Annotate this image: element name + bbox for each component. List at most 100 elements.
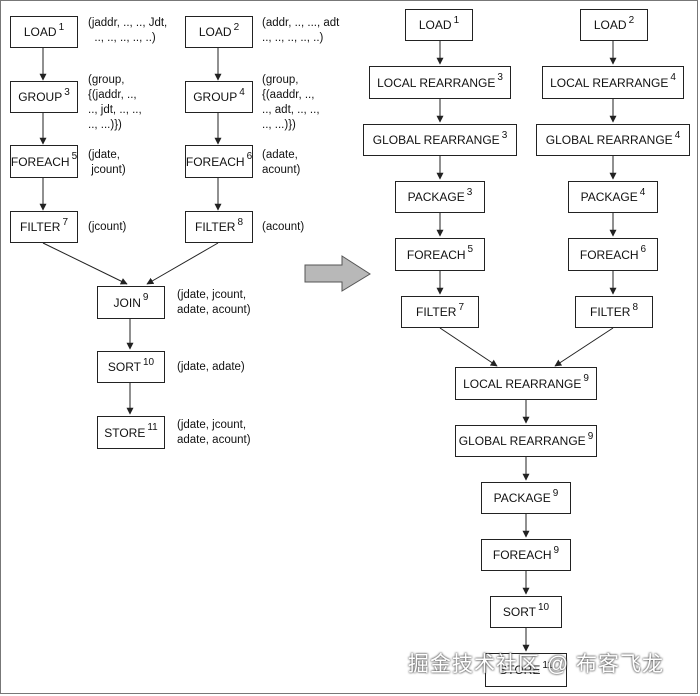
node-number: 10 xyxy=(143,356,155,368)
node-label: LOCAL REARRANGE xyxy=(463,376,582,391)
node-label: FILTER xyxy=(415,305,457,319)
node-label: LOAD xyxy=(418,18,452,32)
node-label: PACKAGE xyxy=(580,190,638,204)
node-number: 11 xyxy=(147,422,158,433)
node-number: 5 xyxy=(467,244,474,255)
node-number: 5 xyxy=(71,151,78,162)
node-label: GROUP xyxy=(193,90,238,104)
node-label: SORT xyxy=(107,360,141,374)
node-number: 9 xyxy=(587,430,594,442)
node-number: 7 xyxy=(458,301,464,313)
annotation-sort-10: (jdate, adate) xyxy=(177,361,245,373)
watermark: 掘金技术社区 @ 布客飞龙 xyxy=(408,653,664,676)
node-number: 8 xyxy=(237,216,243,228)
annotation-load-1: (jaddr, .., .., Jdt, .., .., .., .., ..) xyxy=(88,17,168,44)
node-number: 1 xyxy=(453,14,460,26)
node-label: LOAD xyxy=(23,25,57,39)
node-label: PACKAGE xyxy=(407,190,465,204)
node-label: FOREACH xyxy=(406,247,466,262)
node-number: 1 xyxy=(58,21,65,33)
node-number: 9 xyxy=(553,544,560,556)
annotation-load-2: (addr, .., ..., adt .., .., .., .., ..) xyxy=(262,17,340,44)
node-label: FOREACH xyxy=(185,154,245,169)
node-label: PACKAGE xyxy=(493,491,551,505)
node-number: 4 xyxy=(239,86,245,98)
node-number: 3 xyxy=(466,186,473,198)
node-label: GROUP xyxy=(18,90,63,104)
node-label: LOCAL REARRANGE xyxy=(377,75,496,90)
annotation-foreach-6: (adate, acount) xyxy=(262,149,301,176)
node-number: 9 xyxy=(552,487,559,499)
node-number: 3 xyxy=(501,129,508,141)
node-label: LOAD xyxy=(593,18,627,32)
node-number: 4 xyxy=(674,129,681,141)
node-number: 6 xyxy=(246,151,253,162)
node-label: FOREACH xyxy=(492,548,552,562)
node-label: GLOBAL REARRANGE xyxy=(458,434,586,448)
node-number: 3 xyxy=(497,72,503,83)
node-label: STORE xyxy=(104,425,146,440)
annotation-group-4: (group, {(aaddr, .., .., adt, .., .., ..… xyxy=(262,74,320,131)
node-number: 9 xyxy=(142,292,149,303)
node-number: 11 xyxy=(542,659,553,671)
annotation-group-3: (group, {(jaddr, .., .., jdt, .., .., ..… xyxy=(88,74,142,131)
node-number: 10 xyxy=(538,601,550,613)
node-number: 3 xyxy=(64,86,70,98)
node-number: 2 xyxy=(233,21,240,33)
node-number: 4 xyxy=(670,72,676,83)
node-label: FOREACH xyxy=(579,247,639,262)
node-number: 6 xyxy=(640,244,647,255)
annotation-join-9: (jdate, jcount, adate, acount) xyxy=(177,289,251,316)
node-label: LOCAL REARRANGE xyxy=(550,75,669,90)
node-label: FILTER xyxy=(19,220,61,234)
node-label: JOIN xyxy=(113,295,141,310)
annotation-filter-8: (acount) xyxy=(262,221,305,233)
node-label: SORT xyxy=(502,605,536,619)
annotation-foreach-5: (jdate, jcount) xyxy=(88,149,126,176)
node-number: 2 xyxy=(628,14,635,26)
node-label: FILTER xyxy=(589,305,631,319)
node-label: FOREACH xyxy=(10,154,70,169)
annotation-filter-7: (jcount) xyxy=(88,221,127,233)
node-label: LOAD xyxy=(198,25,232,39)
node-label: GLOBAL REARRANGE xyxy=(372,133,500,147)
node-label: STORE xyxy=(499,663,541,677)
node-label: GLOBAL REARRANGE xyxy=(545,133,673,147)
node-label: FILTER xyxy=(194,220,236,234)
annotation-store-11: (jdate, jcount, adate, acount) xyxy=(177,419,251,446)
node-number: 9 xyxy=(583,373,589,384)
node-number: 4 xyxy=(639,186,646,198)
node-number: 7 xyxy=(62,216,68,228)
